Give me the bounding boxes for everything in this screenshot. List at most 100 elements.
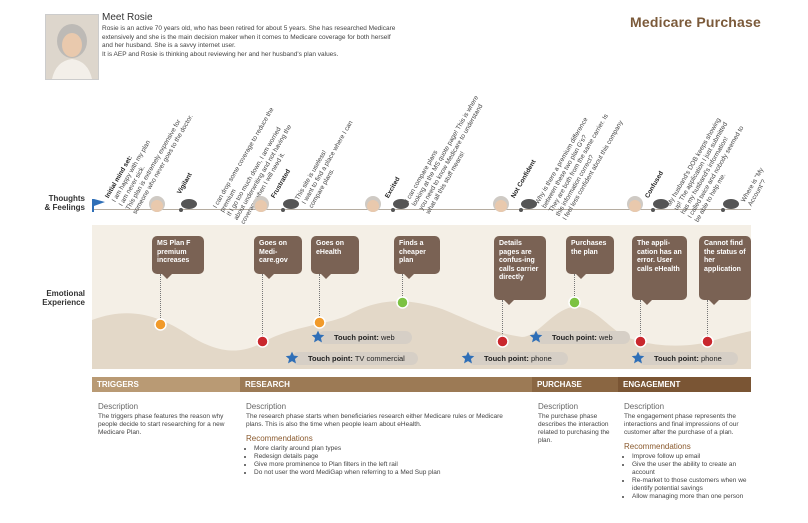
- persona-photo: [45, 14, 99, 80]
- marker-red-icon: [634, 335, 647, 353]
- marker-green-icon: [568, 296, 581, 314]
- callout-purchases-plan: Purchases the plan: [566, 236, 614, 279]
- phase-engagement: ENGAGEMENT: [618, 377, 751, 392]
- face-icon: [148, 195, 166, 220]
- callout-medicare-gov: Goes on Medi-care.gov: [254, 236, 302, 279]
- face-icon: [364, 195, 382, 220]
- description-text: The engagement phase represents the inte…: [624, 413, 739, 436]
- recommendations-heading: Recommendations: [246, 434, 313, 443]
- mood-label: Excited: [384, 175, 402, 200]
- touchpoint-tv: Touch point: TV commercial: [292, 352, 418, 365]
- face-icon: [626, 195, 644, 220]
- recommendation-item: Do not user the word MediGap when referr…: [254, 469, 520, 477]
- touchpoint-web-purchase: Touch point: web: [536, 331, 630, 344]
- marker-orange-icon: [154, 318, 167, 336]
- recommendation-item: Improve follow up email: [632, 453, 750, 461]
- face-icon: [492, 195, 510, 220]
- star-icon: [285, 351, 299, 370]
- triggers-description: Description The triggers phase features …: [98, 403, 228, 437]
- star-icon: [311, 330, 325, 349]
- callout-details-confusing: Details pages are confus-ing calls carri…: [494, 236, 546, 305]
- mood-label: Not Confident: [510, 158, 538, 200]
- recommendations-list: More clarity around plan types Redesign …: [246, 445, 520, 477]
- excited-mood: Excited: [384, 176, 402, 200]
- thought-bubble-icon: [390, 198, 410, 217]
- touchpoint-label: Touch point:: [484, 354, 529, 363]
- touchpoint-phone: Touch point: phone: [468, 352, 568, 365]
- touchpoint-channel: web: [598, 333, 613, 342]
- marker-orange-icon: [313, 316, 326, 334]
- touchpoint-channel: phone: [700, 354, 722, 363]
- touchpoint-channel: TV commercial: [354, 354, 405, 363]
- touchpoint-channel: web: [380, 333, 395, 342]
- thought-line: I want to find a place where I can: [300, 119, 355, 206]
- description-text: The purchase phase describes the interac…: [538, 413, 610, 444]
- connector: [319, 274, 320, 318]
- recommendation-item: More clarity around plan types: [254, 445, 520, 453]
- marker-red-icon: [496, 335, 509, 353]
- thought-bubble-icon: [650, 198, 670, 217]
- engagement-description: Description The engagement phase represe…: [624, 403, 750, 501]
- recommendation-item: Give more prominence to Plan filters in …: [254, 461, 520, 469]
- phase-purchase: PURCHASE: [532, 377, 618, 392]
- thought-bubble-icon: [178, 198, 198, 217]
- touchpoint-label: Touch point:: [334, 333, 379, 342]
- emotional-row-label: Emotional Experience: [42, 289, 85, 307]
- phase-triggers: TRIGGERS: [92, 377, 240, 392]
- thought-bubble-icon: [720, 198, 740, 217]
- connector: [707, 300, 708, 336]
- description-heading: Description: [98, 402, 139, 411]
- marker-red-icon: [256, 335, 269, 353]
- not-confident-mood: Not Confident: [510, 159, 538, 200]
- start-flag-icon: [92, 198, 106, 217]
- connector: [160, 274, 161, 320]
- callout-cheaper-plan: Finds a cheaper plan: [394, 236, 440, 279]
- callout-application-error: The appli-cation has an error. User call…: [632, 236, 687, 305]
- touchpoint-web: Touch point: web: [318, 331, 412, 344]
- connector: [640, 300, 641, 336]
- thoughts-timeline: [92, 209, 751, 210]
- touchpoint-phone-engagement: Touch point: phone: [638, 352, 738, 365]
- marker-green-icon: [396, 296, 409, 314]
- callout-cannot-find-status: Cannot find the status of her applicatio…: [699, 236, 751, 305]
- persona-description-line: It is AEP and Rosie is thinking about re…: [102, 50, 339, 58]
- description-text: The triggers phase features the reason w…: [98, 413, 225, 436]
- star-icon: [529, 330, 543, 349]
- connector: [262, 274, 263, 336]
- recommendations-list: Improve follow up email Give the user th…: [624, 453, 750, 501]
- touchpoint-label: Touch point:: [308, 354, 353, 363]
- research-description: Description The research phase starts wh…: [246, 403, 520, 477]
- mood-label: Confused: [644, 170, 666, 200]
- connector: [502, 300, 503, 336]
- description-heading: Description: [538, 402, 579, 411]
- description-heading: Description: [246, 402, 287, 411]
- recommendation-item: Give the user the ability to create an a…: [632, 461, 750, 477]
- thought-my-account: Where is "My Account"?: [740, 167, 773, 208]
- description-heading: Description: [624, 402, 665, 411]
- thought-dob-error: My husband's DOB keeps showing up! The a…: [666, 113, 753, 224]
- touchpoint-label: Touch point:: [654, 354, 699, 363]
- persona-description: Rosie is an active 70 years old, who has…: [102, 25, 402, 59]
- thought-bubble-icon: [518, 198, 538, 217]
- emotion-curve: [92, 301, 751, 369]
- thoughts-row-label: Thoughts & Feelings: [44, 194, 85, 212]
- face-icon: [252, 195, 270, 220]
- touchpoint-channel: phone: [530, 354, 552, 363]
- callout-ehealth: Goes on eHealth: [311, 236, 359, 279]
- touchpoint-label: Touch point:: [552, 333, 597, 342]
- recommendation-item: Redesign details page: [254, 453, 520, 461]
- star-icon: [631, 351, 645, 370]
- phase-research: RESEARCH: [240, 377, 532, 392]
- description-text: The research phase starts when beneficia…: [246, 413, 503, 428]
- persona-name: Meet Rosie: [102, 12, 153, 23]
- recommendation-item: Allow managing more than one person: [632, 493, 750, 501]
- purchase-description: Description The purchase phase describes…: [538, 403, 614, 445]
- persona-description-line: Rosie is an active 70 years old, who has…: [102, 25, 396, 50]
- marker-red-icon: [701, 335, 714, 353]
- connector: [574, 274, 575, 298]
- confused-mood: Confused: [644, 170, 666, 200]
- callout-plan-f-increase: MS Plan F premium increases: [152, 236, 204, 279]
- vigilant-mood: Vigilant: [176, 172, 195, 196]
- thought-premium-difference: Why is there a premium difference betwee…: [534, 103, 626, 222]
- recommendations-heading: Recommendations: [624, 442, 691, 451]
